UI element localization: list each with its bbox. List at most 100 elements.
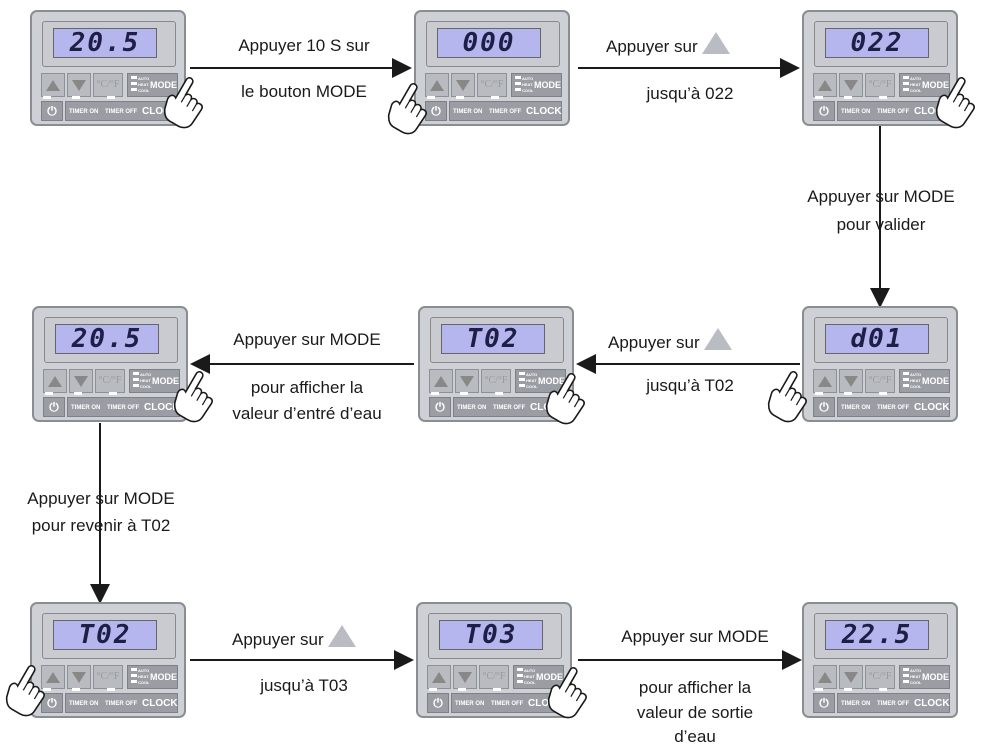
power-button[interactable]: ⏻: [813, 693, 835, 713]
pointing-hand-icon: [0, 660, 56, 721]
up-button[interactable]: [813, 665, 837, 689]
unit-button[interactable]: °C/°F: [93, 665, 123, 689]
unit-button[interactable]: °C/°F: [865, 73, 895, 97]
unit-button[interactable]: °C/°F: [865, 369, 895, 393]
timer-on-button[interactable]: TIMER ON: [841, 109, 871, 115]
heat-indicator: HEAT: [903, 378, 921, 384]
power-button[interactable]: ⏻: [813, 397, 835, 417]
lcd-display: T02: [441, 324, 545, 354]
timer-off-button[interactable]: TIMER OFF: [105, 109, 138, 115]
up-triangle-icon: [701, 32, 730, 54]
clock-button[interactable]: CLOCK: [914, 402, 950, 413]
power-button[interactable]: ⏻: [429, 397, 451, 417]
panel-screen: d01: [814, 317, 948, 363]
timer-clock-bar: TIMER ON TIMER OFF CLOCK: [449, 101, 562, 121]
clock-button[interactable]: CLOCK: [142, 698, 178, 709]
down-button[interactable]: [453, 665, 477, 689]
auto-indicator: AUTO: [519, 372, 537, 378]
timer-off-button[interactable]: TIMER OFF: [877, 701, 910, 707]
power-button[interactable]: ⏻: [813, 101, 835, 121]
mode-label: MODE: [534, 80, 561, 90]
heat-indicator: HEAT: [903, 82, 921, 88]
timer-on-led: [844, 392, 852, 395]
timer-off-led: [107, 96, 115, 99]
unit-button[interactable]: °C/°F: [95, 369, 125, 393]
power-button[interactable]: ⏻: [427, 693, 449, 713]
pointing-hand-icon: [157, 72, 214, 133]
timer-off-button[interactable]: TIMER OFF: [493, 405, 526, 411]
up-button[interactable]: [41, 73, 65, 97]
timer-off-button[interactable]: TIMER OFF: [489, 109, 522, 115]
timer-on-button[interactable]: TIMER ON: [455, 701, 485, 707]
clock-button[interactable]: CLOCK: [914, 106, 950, 117]
control-panel-4: d01 °C/°F AUTO HEAT COOL MODE ⏻ TIMER ON…: [802, 306, 958, 422]
unit-button[interactable]: °C/°F: [481, 369, 511, 393]
up-button[interactable]: [425, 73, 449, 97]
down-button[interactable]: [839, 369, 863, 393]
step-3-line-2: pour valider: [836, 215, 926, 234]
down-button[interactable]: [69, 369, 93, 393]
mode-button[interactable]: AUTO HEAT COOL MODE: [127, 665, 178, 689]
timer-off-button[interactable]: TIMER OFF: [491, 701, 524, 707]
heat-indicator: HEAT: [131, 674, 149, 680]
step-6-line-2: pour revenir à T02: [31, 516, 171, 535]
down-button[interactable]: [455, 369, 479, 393]
timer-off-button[interactable]: TIMER OFF: [105, 701, 138, 707]
unit-button[interactable]: °C/°F: [477, 73, 507, 97]
cool-indicator: COOL: [903, 680, 922, 686]
timer-off-led: [495, 392, 503, 395]
timer-on-button[interactable]: TIMER ON: [69, 109, 99, 115]
unit-button[interactable]: °C/°F: [865, 665, 895, 689]
timer-on-led: [844, 688, 852, 691]
clock-button[interactable]: CLOCK: [526, 106, 562, 117]
timer-off-button[interactable]: TIMER OFF: [877, 405, 910, 411]
timer-on-led: [456, 96, 464, 99]
clock-button[interactable]: CLOCK: [528, 698, 564, 709]
timer-on-button[interactable]: TIMER ON: [841, 701, 871, 707]
up-button[interactable]: [813, 369, 837, 393]
timer-on-button[interactable]: TIMER ON: [841, 405, 871, 411]
up-button[interactable]: [41, 665, 65, 689]
mode-button[interactable]: AUTO HEAT COOL MODE: [899, 73, 950, 97]
timer-off-led: [493, 688, 501, 691]
power-button[interactable]: ⏻: [41, 693, 63, 713]
timer-on-button[interactable]: TIMER ON: [453, 109, 483, 115]
mode-button[interactable]: AUTO HEAT COOL MODE: [129, 369, 180, 393]
mode-button[interactable]: AUTO HEAT COOL MODE: [515, 369, 566, 393]
power-button[interactable]: ⏻: [41, 101, 63, 121]
up-button[interactable]: [813, 73, 837, 97]
clock-button[interactable]: CLOCK: [144, 402, 180, 413]
timer-off-button[interactable]: TIMER OFF: [877, 109, 910, 115]
heat-indicator: HEAT: [519, 378, 537, 384]
step-2-line-1: Appuyer sur: [606, 32, 730, 59]
timer-clock-bar: TIMER ON TIMER OFF CLOCK: [837, 397, 950, 417]
down-button[interactable]: [451, 73, 475, 97]
panel-screen: 22.5: [814, 613, 948, 659]
mode-button[interactable]: AUTO HEAT COOL MODE: [511, 73, 562, 97]
mode-button[interactable]: AUTO HEAT COOL MODE: [899, 665, 950, 689]
mode-button[interactable]: AUTO HEAT COOL MODE: [127, 73, 178, 97]
control-panel-2: 000 °C/°F AUTO HEAT COOL MODE ⏻ TIMER ON…: [414, 10, 570, 126]
mode-button[interactable]: AUTO HEAT COOL MODE: [899, 369, 950, 393]
up-button[interactable]: [427, 665, 451, 689]
timer-on-button[interactable]: TIMER ON: [71, 405, 101, 411]
step-5-line-1: Appuyer sur MODE: [233, 330, 381, 349]
power-button[interactable]: ⏻: [43, 397, 65, 417]
mode-label: MODE: [922, 376, 949, 386]
up-button[interactable]: [429, 369, 453, 393]
step-2-line-2: jusqu’à 022: [646, 84, 734, 103]
power-led: [43, 96, 51, 99]
timer-off-button[interactable]: TIMER OFF: [107, 405, 140, 411]
down-button[interactable]: [839, 665, 863, 689]
step-5-line-3: valeur d’entré d’eau: [232, 404, 382, 423]
power-led: [815, 392, 823, 395]
unit-button[interactable]: °C/°F: [479, 665, 509, 689]
panel-screen: T02: [430, 317, 564, 363]
step-5-line-2: pour afficher la: [250, 378, 364, 397]
up-button[interactable]: [43, 369, 67, 393]
timer-on-button[interactable]: TIMER ON: [69, 701, 99, 707]
clock-button[interactable]: CLOCK: [142, 106, 178, 117]
clock-button[interactable]: CLOCK: [914, 698, 950, 709]
timer-on-button[interactable]: TIMER ON: [457, 405, 487, 411]
panel-screen: T03: [428, 613, 562, 659]
